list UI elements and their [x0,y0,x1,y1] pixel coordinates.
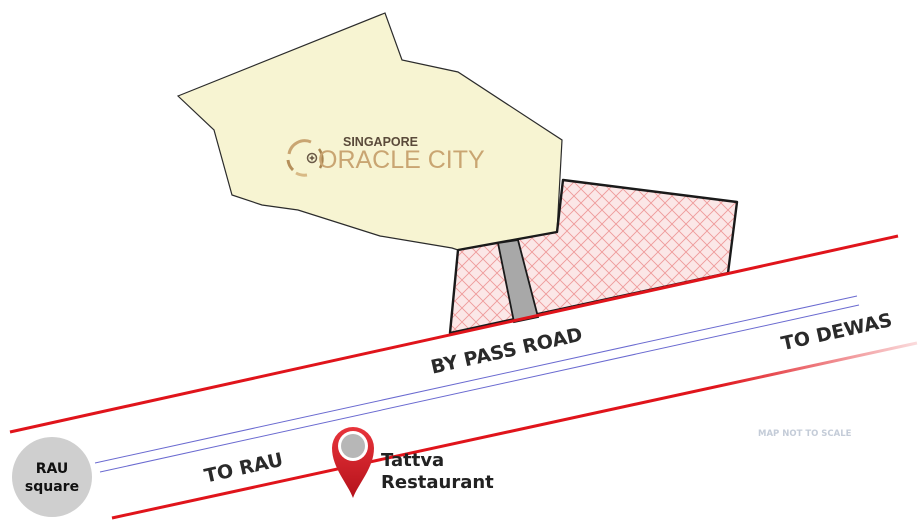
brand-small-text: SINGAPORE [343,135,418,149]
map-watermark: MAP NOT TO SCALE [758,429,852,439]
lane-line-1 [94,295,858,464]
road-edge-north [9,234,899,434]
tattva-restaurant-pin: Tattva Restaurant [332,427,494,498]
restaurant-line2: Restaurant [381,472,494,493]
project-land-parcel [176,12,563,251]
oracle-city-emblem-icon [286,139,324,177]
brand-large-text: ORACLE CITY [318,146,485,174]
restaurant-line1: Tattva [381,450,444,471]
rau-square-line1: RAU [36,461,69,477]
road-edge-south [111,341,918,520]
rau-square-line2: square [25,479,79,495]
to-dewas-label: TO DEWAS [779,309,894,355]
project-logo: SINGAPORE ORACLE CITY [286,135,485,177]
entry-path [496,238,540,324]
rau-square-marker: RAU square [9,434,95,520]
lane-line-2 [99,304,860,473]
